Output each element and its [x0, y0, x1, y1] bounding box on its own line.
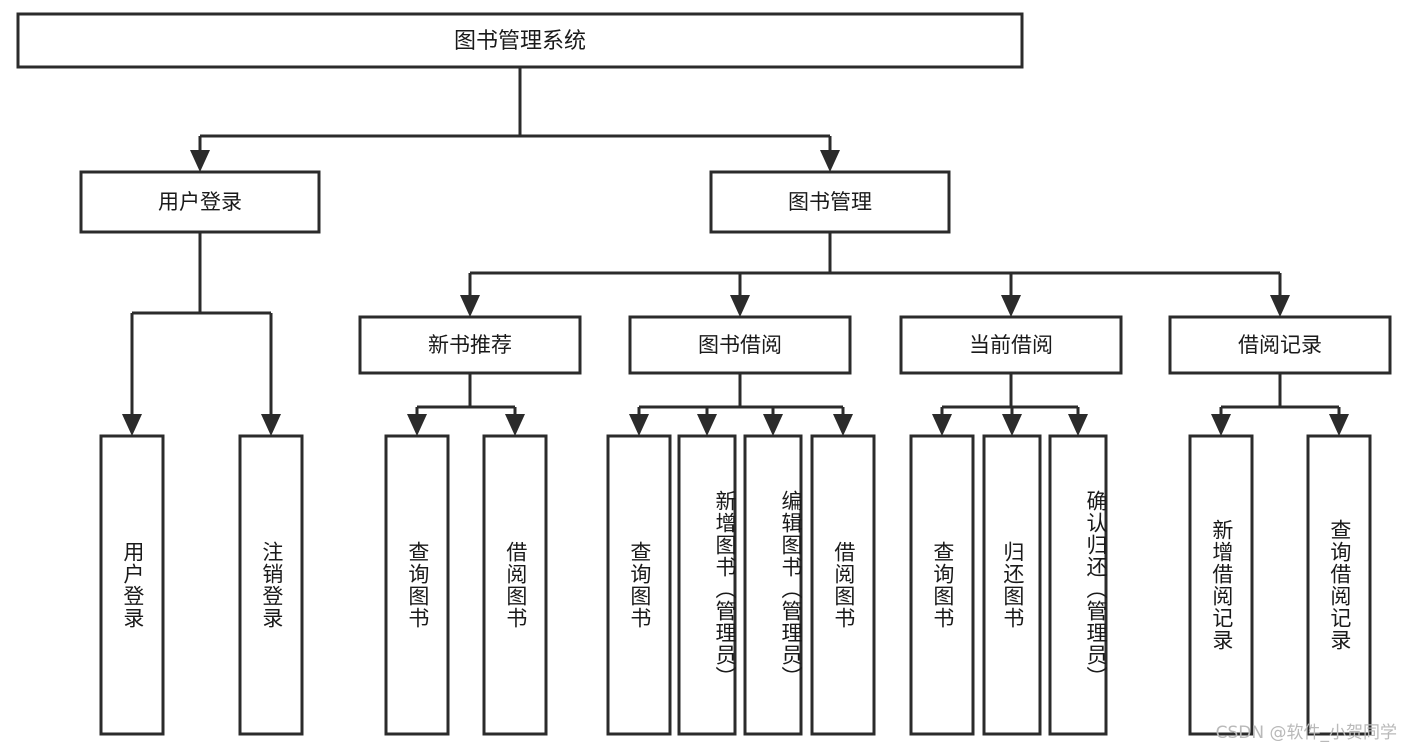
node-new-book-recommend[interactable]: 新书推荐: [358, 315, 582, 375]
node-root-label: 图书管理系统: [454, 29, 586, 54]
connector-borrow-record-to-leaves: [1211, 373, 1349, 436]
node-current-borrow-box: [899, 315, 1123, 375]
leaf-add-record-box[interactable]: [1188, 434, 1254, 736]
leaf-borrow-book-1-box[interactable]: [482, 434, 548, 736]
node-book-management-label: 图书管理: [788, 190, 872, 214]
node-current-borrow-label: 当前借阅: [969, 333, 1053, 357]
leaf-borrow-book-2-box[interactable]: [810, 434, 876, 736]
leaf-boxes: [99, 434, 1372, 736]
connector-user-login-to-leaves: [122, 232, 281, 436]
leaf-return-book-box[interactable]: [982, 434, 1042, 736]
connector-current-borrow-to-leaves: [932, 373, 1088, 436]
leaf-query-record-box[interactable]: [1306, 434, 1372, 736]
node-borrow-record[interactable]: 借阅记录: [1168, 315, 1392, 375]
leaf-logout-box[interactable]: [238, 434, 304, 736]
connector-root-to-level2: [190, 67, 840, 172]
node-current-borrow[interactable]: 当前借阅: [899, 315, 1123, 375]
leaf-confirm-return-box[interactable]: [1048, 434, 1108, 736]
connector-book-management-to-level3: [460, 232, 1290, 317]
node-root[interactable]: 图书管理系统: [16, 12, 1024, 69]
node-user-login-box: [79, 170, 321, 234]
node-user-login[interactable]: 用户登录: [79, 170, 321, 234]
node-book-management[interactable]: 图书管理: [709, 170, 951, 234]
leaf-edit-book-box[interactable]: [743, 434, 803, 736]
node-book-borrow[interactable]: 图书借阅: [628, 315, 852, 375]
node-borrow-record-label: 借阅记录: [1238, 333, 1322, 357]
leaf-query-book-3-box[interactable]: [909, 434, 975, 736]
connector-book-borrow-to-leaves: [629, 373, 853, 436]
node-new-book-recommend-label: 新书推荐: [428, 333, 512, 357]
node-root-box: [16, 12, 1024, 69]
leaf-query-book-2-box[interactable]: [606, 434, 672, 736]
node-new-book-recommend-box: [358, 315, 582, 375]
leaf-add-book-box[interactable]: [677, 434, 737, 736]
node-user-login-label: 用户登录: [158, 190, 242, 214]
node-book-borrow-label: 图书借阅: [698, 333, 782, 357]
connector-new-book-recommend-to-leaves: [407, 373, 525, 436]
leaf-query-book-1-box[interactable]: [384, 434, 450, 736]
csdn-watermark: CSDN @软件_小贺同学: [1215, 723, 1397, 743]
leaf-user-login-box[interactable]: [99, 434, 165, 736]
